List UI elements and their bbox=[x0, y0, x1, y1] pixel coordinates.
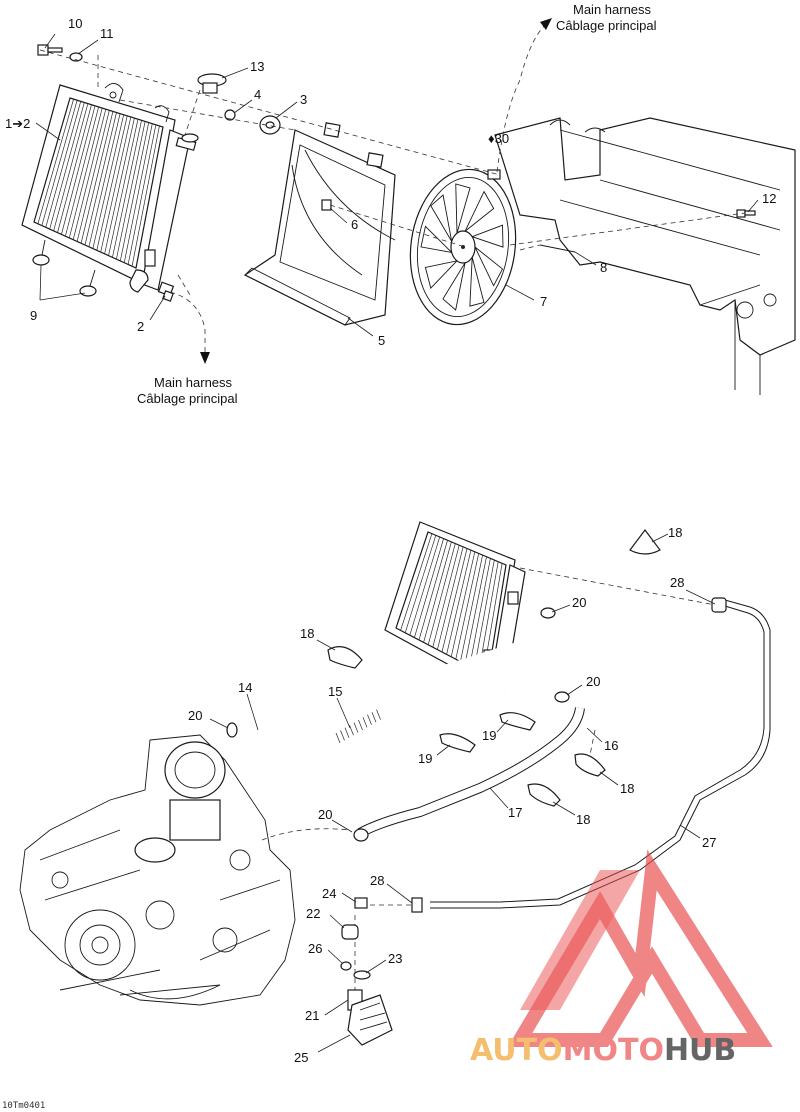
callout-26: 26 bbox=[308, 941, 322, 956]
drop-icon: ♦ bbox=[488, 131, 495, 146]
engine bbox=[19, 734, 296, 1006]
svg-text:Main harness: Main harness bbox=[573, 2, 652, 17]
callout-30: ♦30 bbox=[488, 131, 509, 146]
callout-14: 14 bbox=[238, 680, 252, 695]
callout-20: 20 bbox=[318, 807, 332, 822]
harness-label-left: Main harness Câblage principal bbox=[137, 375, 238, 406]
callout-9: 9 bbox=[30, 308, 37, 323]
coolant-reservoir bbox=[340, 897, 393, 1046]
callout-1-2: 1➔2 bbox=[5, 116, 30, 131]
callout-12: 12 bbox=[762, 191, 776, 206]
callout-18: 18 bbox=[620, 781, 634, 796]
callout-16: 16 bbox=[604, 738, 618, 753]
svg-text:Câblage principal: Câblage principal bbox=[556, 18, 657, 33]
assembly-guide-lines-top bbox=[39, 49, 746, 296]
radiator bbox=[21, 83, 197, 297]
callout-15: 15 bbox=[328, 684, 342, 699]
overflow-connector bbox=[411, 597, 727, 913]
callout-19: 19 bbox=[418, 751, 432, 766]
hose-clamps bbox=[226, 607, 570, 842]
callout-19: 19 bbox=[482, 728, 496, 743]
callout-20: 20 bbox=[586, 674, 600, 689]
logo-text: AUTOMOTOHUB bbox=[470, 1033, 736, 1068]
callout-4: 4 bbox=[254, 87, 261, 102]
harness-label-top: Main harness Câblage principal bbox=[556, 2, 657, 33]
callout-2: 2 bbox=[137, 319, 144, 334]
callout-7: 7 bbox=[540, 294, 547, 309]
callout-24: 24 bbox=[322, 886, 336, 901]
leader-lines-top bbox=[35, 33, 759, 337]
callout-5: 5 bbox=[378, 333, 385, 348]
automotohub-watermark-logo: AUTOMOTOHUB bbox=[470, 849, 773, 1068]
coolant-hoses bbox=[238, 567, 771, 990]
callout-25: 25 bbox=[294, 1050, 308, 1065]
callout-22: 22 bbox=[306, 906, 320, 921]
svg-text:Câblage principal: Câblage principal bbox=[137, 391, 238, 406]
callout-6: 6 bbox=[351, 217, 358, 232]
callout-3: 3 bbox=[300, 92, 307, 107]
hose-retainers bbox=[327, 529, 661, 807]
temperature-sensor bbox=[157, 281, 175, 302]
callouts-top: 10 11 1➔2 13 4 3 ♦30 6 12 8 7 5 2 9 bbox=[5, 16, 776, 348]
callout-18: 18 bbox=[576, 812, 590, 827]
callout-21: 21 bbox=[305, 1008, 319, 1023]
callout-23: 23 bbox=[388, 951, 402, 966]
callout-10: 10 bbox=[68, 16, 82, 31]
radiator-bottom-view bbox=[384, 521, 526, 691]
electric-fan bbox=[409, 168, 517, 326]
callout-8: 8 bbox=[600, 260, 607, 275]
callout-20: 20 bbox=[188, 708, 202, 723]
fan-shroud bbox=[243, 122, 396, 326]
callout-11: 11 bbox=[100, 26, 114, 41]
callout-13: 13 bbox=[250, 59, 264, 74]
radiator-cap bbox=[181, 73, 227, 143]
callout-28: 28 bbox=[370, 873, 384, 888]
callout-18: 18 bbox=[668, 525, 682, 540]
callouts-bottom: 18 28 20 20 18 14 15 20 19 19 16 18 17 1… bbox=[188, 525, 716, 1065]
callout-18: 18 bbox=[300, 626, 314, 641]
vehicle-frame bbox=[487, 117, 796, 395]
callout-17: 17 bbox=[508, 805, 522, 820]
drawing-code: 10Tm0401 bbox=[2, 1101, 45, 1111]
callout-20: 20 bbox=[572, 595, 586, 610]
svg-text:Main harness: Main harness bbox=[154, 375, 233, 390]
grommet-and-bushing bbox=[224, 109, 281, 135]
leader-lines-bottom bbox=[209, 533, 716, 1053]
screw-and-washer bbox=[37, 44, 83, 62]
callout-27: 27 bbox=[702, 835, 716, 850]
callout-28: 28 bbox=[670, 575, 684, 590]
harness-arrows bbox=[169, 18, 552, 364]
